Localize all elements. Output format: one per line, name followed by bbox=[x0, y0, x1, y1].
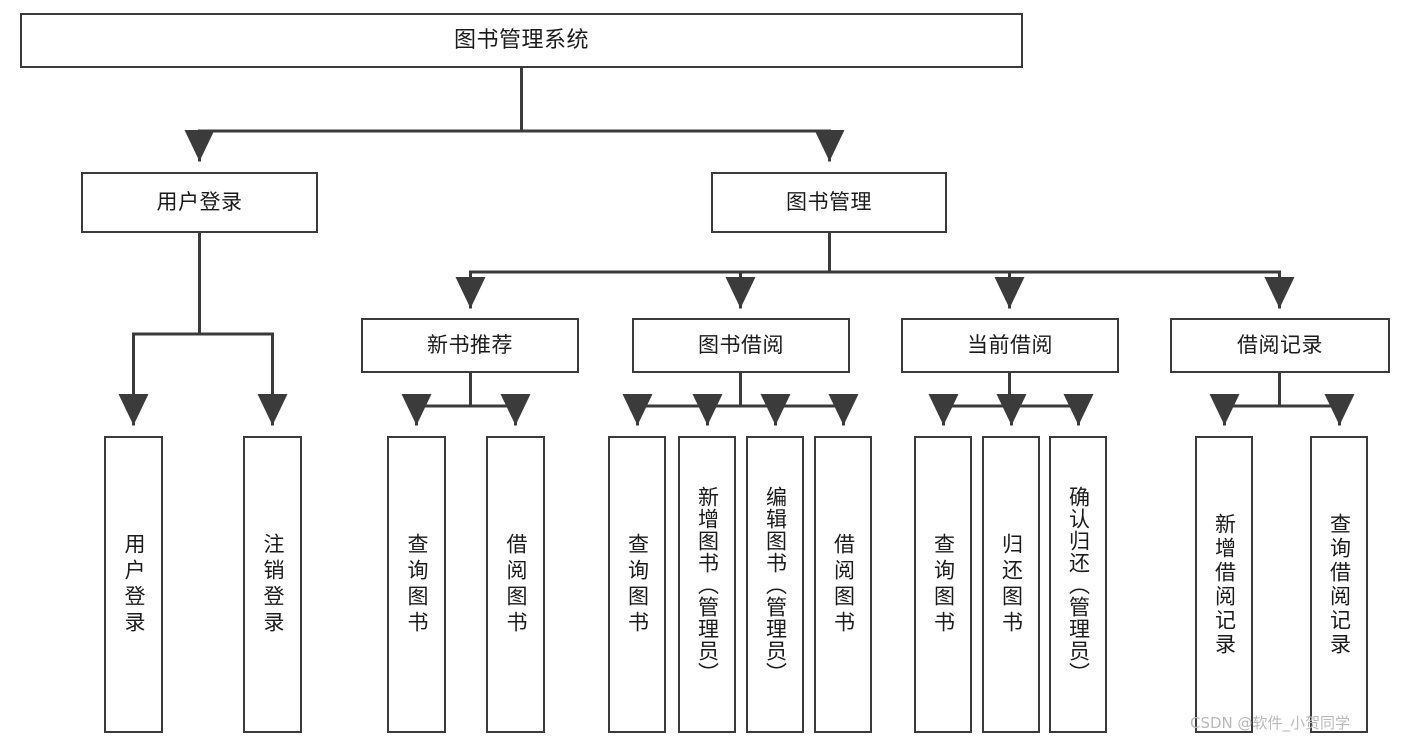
node-leaf-borrow-book-2[interactable]: 借阅图书 bbox=[814, 436, 872, 733]
node-label: 借阅图书 bbox=[504, 532, 528, 637]
node-leaf-add-borrow-record[interactable]: 新增借阅记录 bbox=[1195, 436, 1253, 733]
node-book-borrow[interactable]: 图书借阅 bbox=[632, 318, 850, 373]
node-label: 图书管理系统 bbox=[453, 27, 589, 53]
node-borrow-record[interactable]: 借阅记录 bbox=[1170, 318, 1390, 373]
node-new-book-recommend[interactable]: 新书推荐 bbox=[361, 318, 579, 373]
node-root-book-management-system[interactable]: 图书管理系统 bbox=[20, 13, 1023, 68]
node-label: 新增图书（管理员） bbox=[695, 485, 720, 684]
node-label: 用户登录 bbox=[122, 532, 146, 637]
node-leaf-query-book-3[interactable]: 查询图书 bbox=[914, 436, 972, 733]
node-leaf-add-book-admin[interactable]: 新增图书（管理员） bbox=[678, 436, 736, 733]
node-leaf-confirm-return-admin[interactable]: 确认归还（管理员） bbox=[1049, 436, 1107, 733]
node-label: 归还图书 bbox=[999, 532, 1024, 637]
node-leaf-user-login[interactable]: 用户登录 bbox=[104, 436, 163, 733]
node-leaf-query-book-2[interactable]: 查询图书 bbox=[608, 436, 666, 733]
node-leaf-borrow-book-1[interactable]: 借阅图书 bbox=[486, 436, 545, 733]
node-leaf-query-borrow-record[interactable]: 查询借阅记录 bbox=[1310, 436, 1368, 733]
node-label: 图书管理 bbox=[786, 190, 872, 215]
node-label: 注销登录 bbox=[261, 532, 285, 637]
csdn-watermark: CSDN @软件_小贺同学 bbox=[1190, 714, 1351, 732]
node-label: 查询图书 bbox=[931, 532, 956, 637]
node-label: 新书推荐 bbox=[427, 333, 513, 358]
node-label: 图书借阅 bbox=[698, 333, 784, 358]
node-label: 用户登录 bbox=[156, 190, 243, 215]
node-label: 查询借阅记录 bbox=[1327, 512, 1352, 657]
node-leaf-query-book-1[interactable]: 查询图书 bbox=[387, 436, 446, 733]
node-leaf-edit-book-admin[interactable]: 编辑图书（管理员） bbox=[746, 436, 804, 733]
node-label: 查询图书 bbox=[405, 532, 429, 637]
node-label: 借阅记录 bbox=[1237, 333, 1323, 358]
node-leaf-return-book[interactable]: 归还图书 bbox=[982, 436, 1040, 733]
node-label: 借阅图书 bbox=[831, 532, 856, 637]
node-label: 当前借阅 bbox=[967, 333, 1053, 358]
node-current-borrow[interactable]: 当前借阅 bbox=[901, 318, 1119, 373]
node-label: 确认归还（管理员） bbox=[1066, 485, 1091, 684]
node-user-login[interactable]: 用户登录 bbox=[81, 172, 318, 233]
node-label: 查询图书 bbox=[625, 532, 650, 637]
node-label: 编辑图书（管理员） bbox=[763, 485, 788, 684]
node-book-management[interactable]: 图书管理 bbox=[711, 172, 947, 233]
node-leaf-logout[interactable]: 注销登录 bbox=[243, 436, 302, 733]
node-label: 新增借阅记录 bbox=[1212, 512, 1237, 657]
